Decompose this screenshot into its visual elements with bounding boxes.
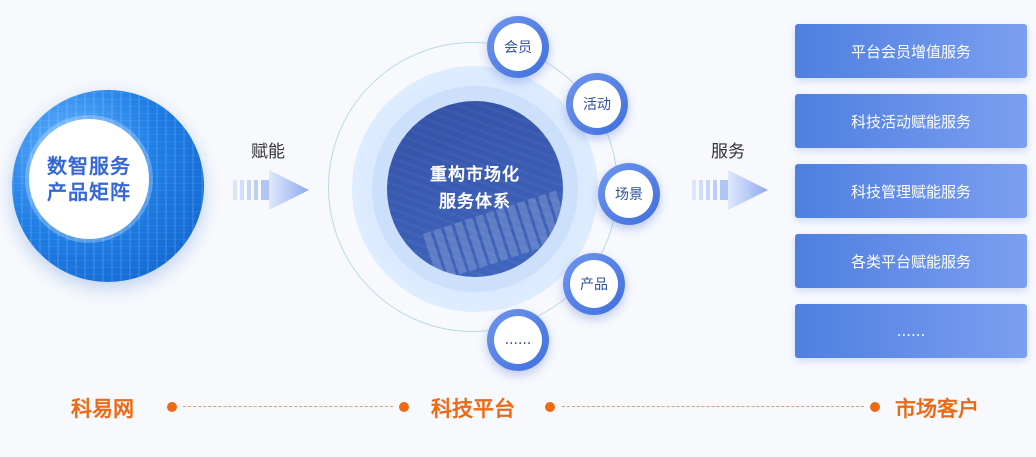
footer-dot: [399, 402, 409, 412]
node-member-label: 会员: [494, 23, 542, 71]
arrow-empower-label: 赋能: [251, 142, 285, 162]
arrow-right-icon: [692, 170, 768, 210]
node-more-label: ......: [494, 316, 542, 364]
arrow-right-icon: [233, 170, 309, 210]
footer-dashed-line: [183, 406, 393, 407]
footer-dot: [870, 402, 880, 412]
node-more: ......: [487, 309, 549, 371]
node-product: 产品: [563, 253, 625, 315]
footer-customers: 市场客户: [895, 397, 979, 421]
footer-platform: 科技平台: [431, 397, 515, 421]
core-line1: 重构市场化: [430, 165, 520, 185]
service-box-activity: 科技活动赋能服务: [795, 94, 1027, 148]
arrow-serve-label: 服务: [711, 142, 745, 162]
product-matrix-line2: 产品矩阵: [47, 180, 131, 204]
product-matrix-label: 数智服务 产品矩阵: [29, 119, 149, 239]
footer-dashed-line: [562, 406, 864, 407]
footer-dot: [545, 402, 555, 412]
footer-keyi: 科易网: [71, 397, 134, 421]
core-line2: 服务体系: [439, 192, 511, 212]
footer-dot: [167, 402, 177, 412]
service-box-management: 科技管理赋能服务: [795, 164, 1027, 218]
node-activity: 活动: [566, 73, 628, 135]
node-product-label: 产品: [570, 260, 618, 308]
node-scene-label: 场景: [605, 170, 653, 218]
node-scene: 场景: [598, 163, 660, 225]
service-box-member: 平台会员增值服务: [795, 24, 1027, 78]
node-member: 会员: [487, 16, 549, 78]
service-box-platform: 各类平台赋能服务: [795, 234, 1027, 288]
node-activity-label: 活动: [573, 80, 621, 128]
service-system-core: 重构市场化 服务体系: [387, 101, 563, 277]
service-box-more: ......: [795, 304, 1027, 358]
product-matrix-line1: 数智服务: [47, 154, 131, 178]
